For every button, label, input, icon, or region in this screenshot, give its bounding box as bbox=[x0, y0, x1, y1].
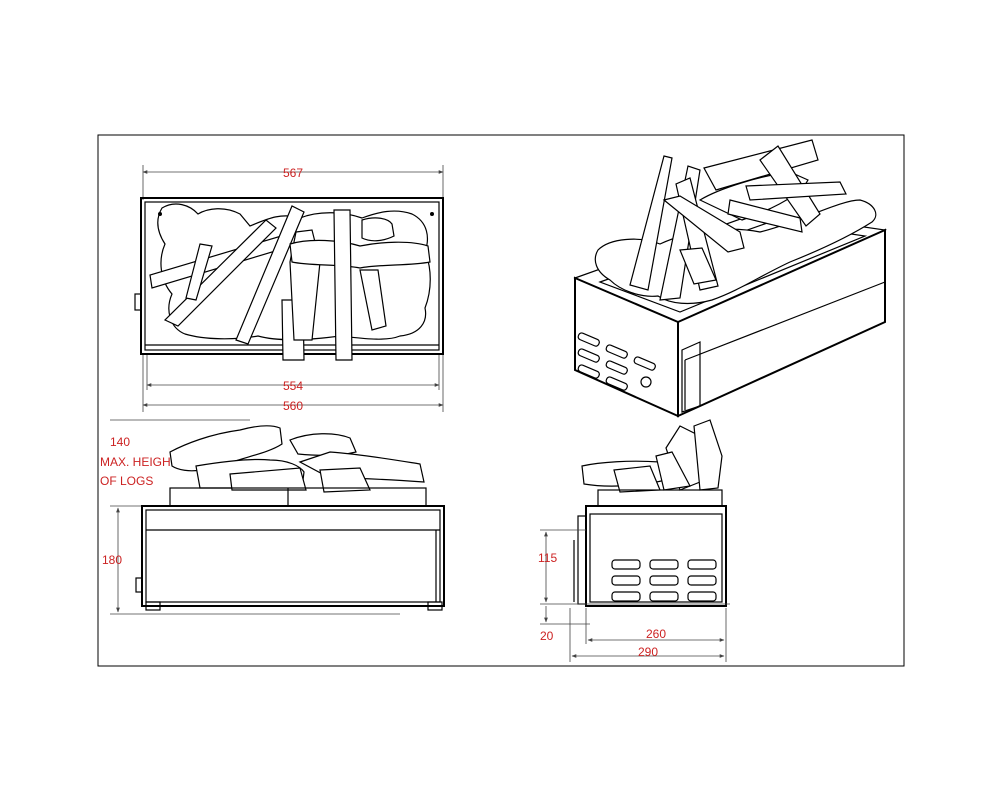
dim-290: 290 bbox=[638, 645, 658, 659]
dim-554: 554 bbox=[283, 379, 303, 393]
note-max-height-line1: MAX. HEIGHT bbox=[100, 455, 179, 469]
dim-20: 20 bbox=[540, 629, 554, 643]
dim-560: 560 bbox=[283, 399, 303, 413]
dim-115: 115 bbox=[538, 551, 557, 565]
elevation-view: 140 MAX. HEIGHT OF LOGS 180 bbox=[100, 419, 445, 615]
dim-140: 140 bbox=[110, 435, 130, 449]
drawing-frame bbox=[97, 134, 905, 667]
dim-180: 180 bbox=[102, 553, 122, 567]
front-view: 567 554 560 bbox=[134, 165, 444, 413]
side-view: 115 20 260 290 bbox=[538, 419, 730, 662]
dim-260: 260 bbox=[646, 627, 666, 641]
note-max-height-line2: OF LOGS bbox=[100, 474, 153, 488]
dim-567: 567 bbox=[283, 166, 303, 180]
isometric-view bbox=[573, 139, 888, 418]
